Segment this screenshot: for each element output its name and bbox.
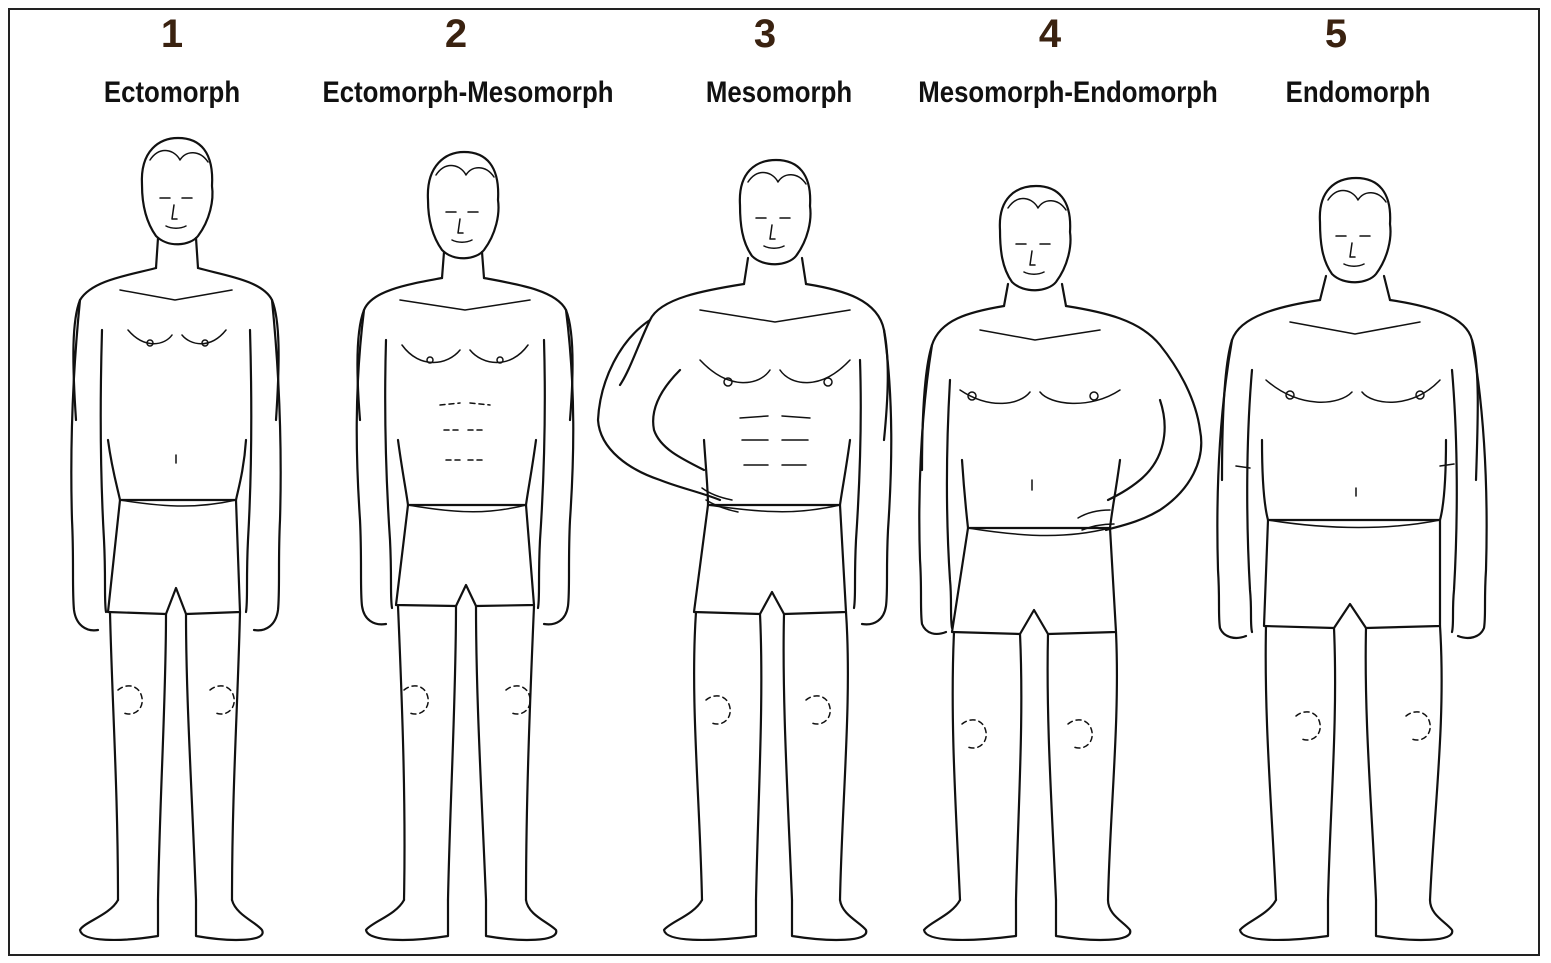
figure-ectomorph-mesomorph — [357, 152, 574, 940]
figure-ectomorph — [71, 138, 280, 940]
figure-endomorph — [1217, 178, 1486, 940]
figure-mesomorph — [598, 160, 891, 940]
figure-mesomorph-endomorph — [919, 186, 1201, 940]
